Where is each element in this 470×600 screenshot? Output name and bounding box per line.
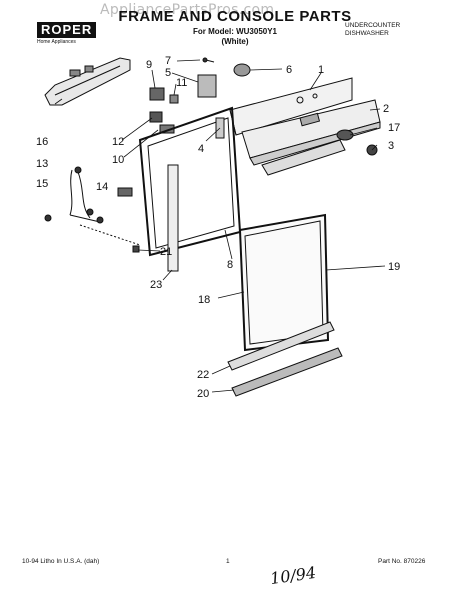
callout-16: 16 bbox=[36, 136, 48, 148]
category-line-1: UNDERCOUNTER bbox=[345, 22, 401, 29]
callout-3: 3 bbox=[388, 140, 394, 152]
appliance-category: UNDERCOUNTER DISHWASHER bbox=[345, 22, 400, 38]
category-line-2: DISHWASHER bbox=[345, 30, 389, 37]
model-info: For Model: WU3050Y1 (White) bbox=[0, 27, 470, 47]
model-line: For Model: WU3050Y1 bbox=[192, 27, 277, 36]
callout-12: 12 bbox=[112, 136, 124, 148]
part-17-knob bbox=[336, 129, 354, 141]
callout-13: 13 bbox=[36, 158, 48, 170]
callout-11: 11 bbox=[176, 77, 187, 89]
part-11-switch-actuator bbox=[169, 94, 179, 104]
callout-17: 17 bbox=[388, 122, 400, 134]
part-16-top-bracket bbox=[44, 57, 131, 106]
callout-18: 18 bbox=[198, 294, 210, 306]
footer-page-number: 1 bbox=[226, 558, 230, 565]
callout-19: 19 bbox=[388, 261, 400, 273]
part-6-latch-knob bbox=[233, 63, 251, 77]
part-22-trim-strip bbox=[227, 321, 335, 371]
callout-4: 4 bbox=[198, 143, 204, 155]
footer-print-info: 10-94 Litho In U.S.A. (dah) bbox=[22, 558, 100, 565]
console-trim-strip bbox=[261, 139, 346, 176]
part-20-bottom-strip bbox=[231, 347, 343, 397]
brand-logo: ROPER Home Appliances bbox=[37, 22, 97, 45]
watermark: AppliancePartsPros.com bbox=[100, 2, 275, 18]
door-frame bbox=[138, 106, 242, 257]
callout-14: 14 bbox=[96, 181, 108, 193]
footer-part-number: Part No. 870226 bbox=[378, 558, 426, 565]
part-13-wire-harness bbox=[69, 166, 104, 224]
brand-subtitle: Home Appliances bbox=[37, 39, 76, 45]
leader-lines bbox=[54, 59, 386, 393]
part-14-connector bbox=[117, 187, 133, 197]
part-12-switch bbox=[149, 111, 163, 123]
callout-15: 15 bbox=[36, 178, 48, 190]
callout-numbers: 1 2 3 4 5 6 7 8 9 10 11 12 13 14 15 16 1… bbox=[36, 55, 400, 400]
callout-20: 20 bbox=[197, 388, 209, 400]
callout-7: 7 bbox=[165, 55, 171, 67]
part-9-switch bbox=[149, 87, 165, 101]
callout-21: 21 bbox=[160, 246, 172, 258]
callout-10: 10 bbox=[112, 154, 124, 166]
part-15-screw bbox=[44, 214, 52, 222]
part-21-clip bbox=[132, 245, 140, 253]
callout-9: 9 bbox=[146, 59, 152, 71]
callout-5: 5 bbox=[165, 67, 171, 79]
part-23-strip bbox=[167, 164, 179, 272]
color-line: (White) bbox=[221, 37, 249, 46]
callout-2: 2 bbox=[383, 103, 389, 115]
callout-6: 6 bbox=[286, 64, 292, 76]
part-7-screw bbox=[202, 57, 215, 63]
callout-1: 1 bbox=[318, 64, 324, 76]
callout-8: 8 bbox=[227, 259, 233, 271]
callout-23: 23 bbox=[150, 279, 162, 291]
page-title: FRAME AND CONSOLE PARTS bbox=[118, 8, 352, 25]
callout-22: 22 bbox=[197, 369, 209, 381]
brand-name: ROPER bbox=[37, 22, 97, 38]
part-5-latch-bracket bbox=[197, 74, 217, 98]
